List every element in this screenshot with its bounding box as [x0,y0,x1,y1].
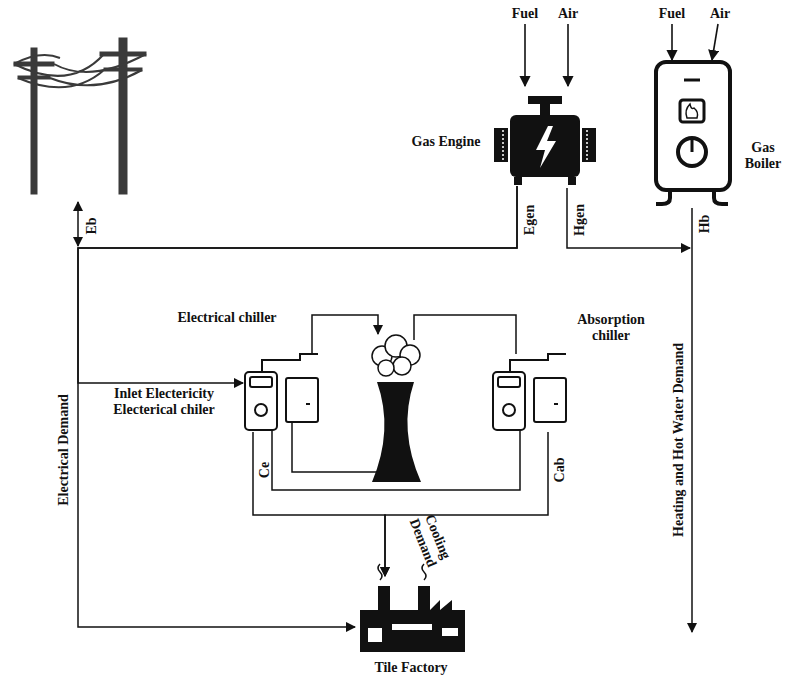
power-grid [18,76,50,79]
tile-factory-icon [360,586,465,652]
gas-boiler-icon [691,138,694,152]
tile-factory-icon [368,628,382,642]
chiller-icons [534,378,566,422]
node-label: Gas Boiler [738,140,788,172]
cooling-tower-icon [378,360,394,376]
gas-boiler-icon [656,62,730,190]
node-label: Gas Engine [406,134,486,150]
fuel-air-arrows [712,24,718,60]
power-grid [100,52,146,56]
cooling-tower-icon [372,335,420,376]
tile-factory-icon [360,564,465,652]
gas-boiler-icon [656,62,730,204]
gas-boiler-icon [656,190,670,204]
electrical-chiller: Electrical chiller [243,352,321,432]
gas-boiler-icon [680,100,704,122]
gas-engine-icon [586,130,588,160]
flow-symbol: Ce [257,462,273,478]
energy-bus-lines [78,188,692,632]
cooling-water-pipes [272,430,520,490]
flow-symbol: Hgen [572,204,588,236]
cooling-tower-icon [372,382,421,482]
air-label: Air [710,6,730,22]
demand-label: Cooling Demand [403,505,456,575]
fuel-label: Fuel [659,6,685,22]
chiller-icons [493,372,525,430]
demand-label: Electrical Demand [56,394,72,506]
cooling-water-pipes [272,315,520,490]
tile-factory-icon [442,628,458,636]
gas-engine-icon [502,130,504,160]
chiller-icons [510,354,566,372]
gas-engine-icon [528,96,562,104]
chiller-icons [262,354,318,372]
flow-symbol: Egen [522,205,538,235]
gas-boiler-icon [678,138,706,166]
flow-symbol: Cab [552,458,568,483]
gas-boiler-icon [684,79,700,82]
gas-engine-icon [568,177,576,185]
cooling-water-pipes [292,422,380,472]
gas-boiler-icon [714,190,728,204]
inlet-label: Inlet Electericity Electerical chiler [94,386,234,418]
gas-engine-icon [536,126,556,168]
flow-connector [78,186,517,383]
fuel-air-arrows [567,24,569,86]
node-label: Tile Factory [341,660,481,676]
fuel-air-arrows [524,24,526,86]
cooling-water-pipes [414,315,516,354]
power-grid [14,38,146,194]
power-grid [14,62,54,66]
node-label: Absorption chiller [566,312,656,344]
flow-connector [78,186,517,627]
fuel-label: Fuel [512,6,538,22]
energy-bus-lines [567,188,690,248]
gas-boiler-icon [686,104,698,118]
cooling-tower-icon [372,335,421,482]
power-grid [119,38,127,194]
chiller-icons [503,404,515,416]
gas-engine: Gas Engine [490,94,600,186]
chiller-icons [245,354,566,430]
gas-engine-icon [514,177,522,185]
absorption-chiller: Absorption chiller [490,352,568,432]
gas-engine-icon [510,115,580,177]
air-label: Air [558,6,578,22]
fuel-air-arrows [671,24,673,60]
power-grid [31,48,37,194]
energy-bus-lines [77,202,79,246]
chiller-icons [250,377,272,387]
gas-engine-icon [494,96,596,185]
chiller-icons [245,372,277,430]
node-label: Electrical chiller [177,310,277,326]
energy-bus-lines [691,208,693,632]
chiller-icons [306,403,310,405]
gas-engine-icon [582,128,596,162]
tile-factory: Tile Factory [355,576,467,656]
gas-engine-icon [540,104,550,116]
gas-boiler: Gas Boiler [650,58,736,208]
chiller-icons [554,403,558,405]
chiller-icons [286,378,318,422]
tile-factory-icon [392,624,432,630]
chiller-icons [255,404,267,416]
flow-connector [385,432,548,576]
flow-symbol: Hb [697,215,713,234]
flow-symbol: Eb [84,217,100,234]
chiller-icons [498,377,520,387]
cooling-water-pipes [312,315,378,354]
demand-label: Heating and Hot Water Demand [671,343,687,537]
flow-connector [253,432,385,576]
gas-engine-icon [494,128,508,162]
power-grid [14,54,146,87]
cooling-tower-icon [393,357,411,375]
